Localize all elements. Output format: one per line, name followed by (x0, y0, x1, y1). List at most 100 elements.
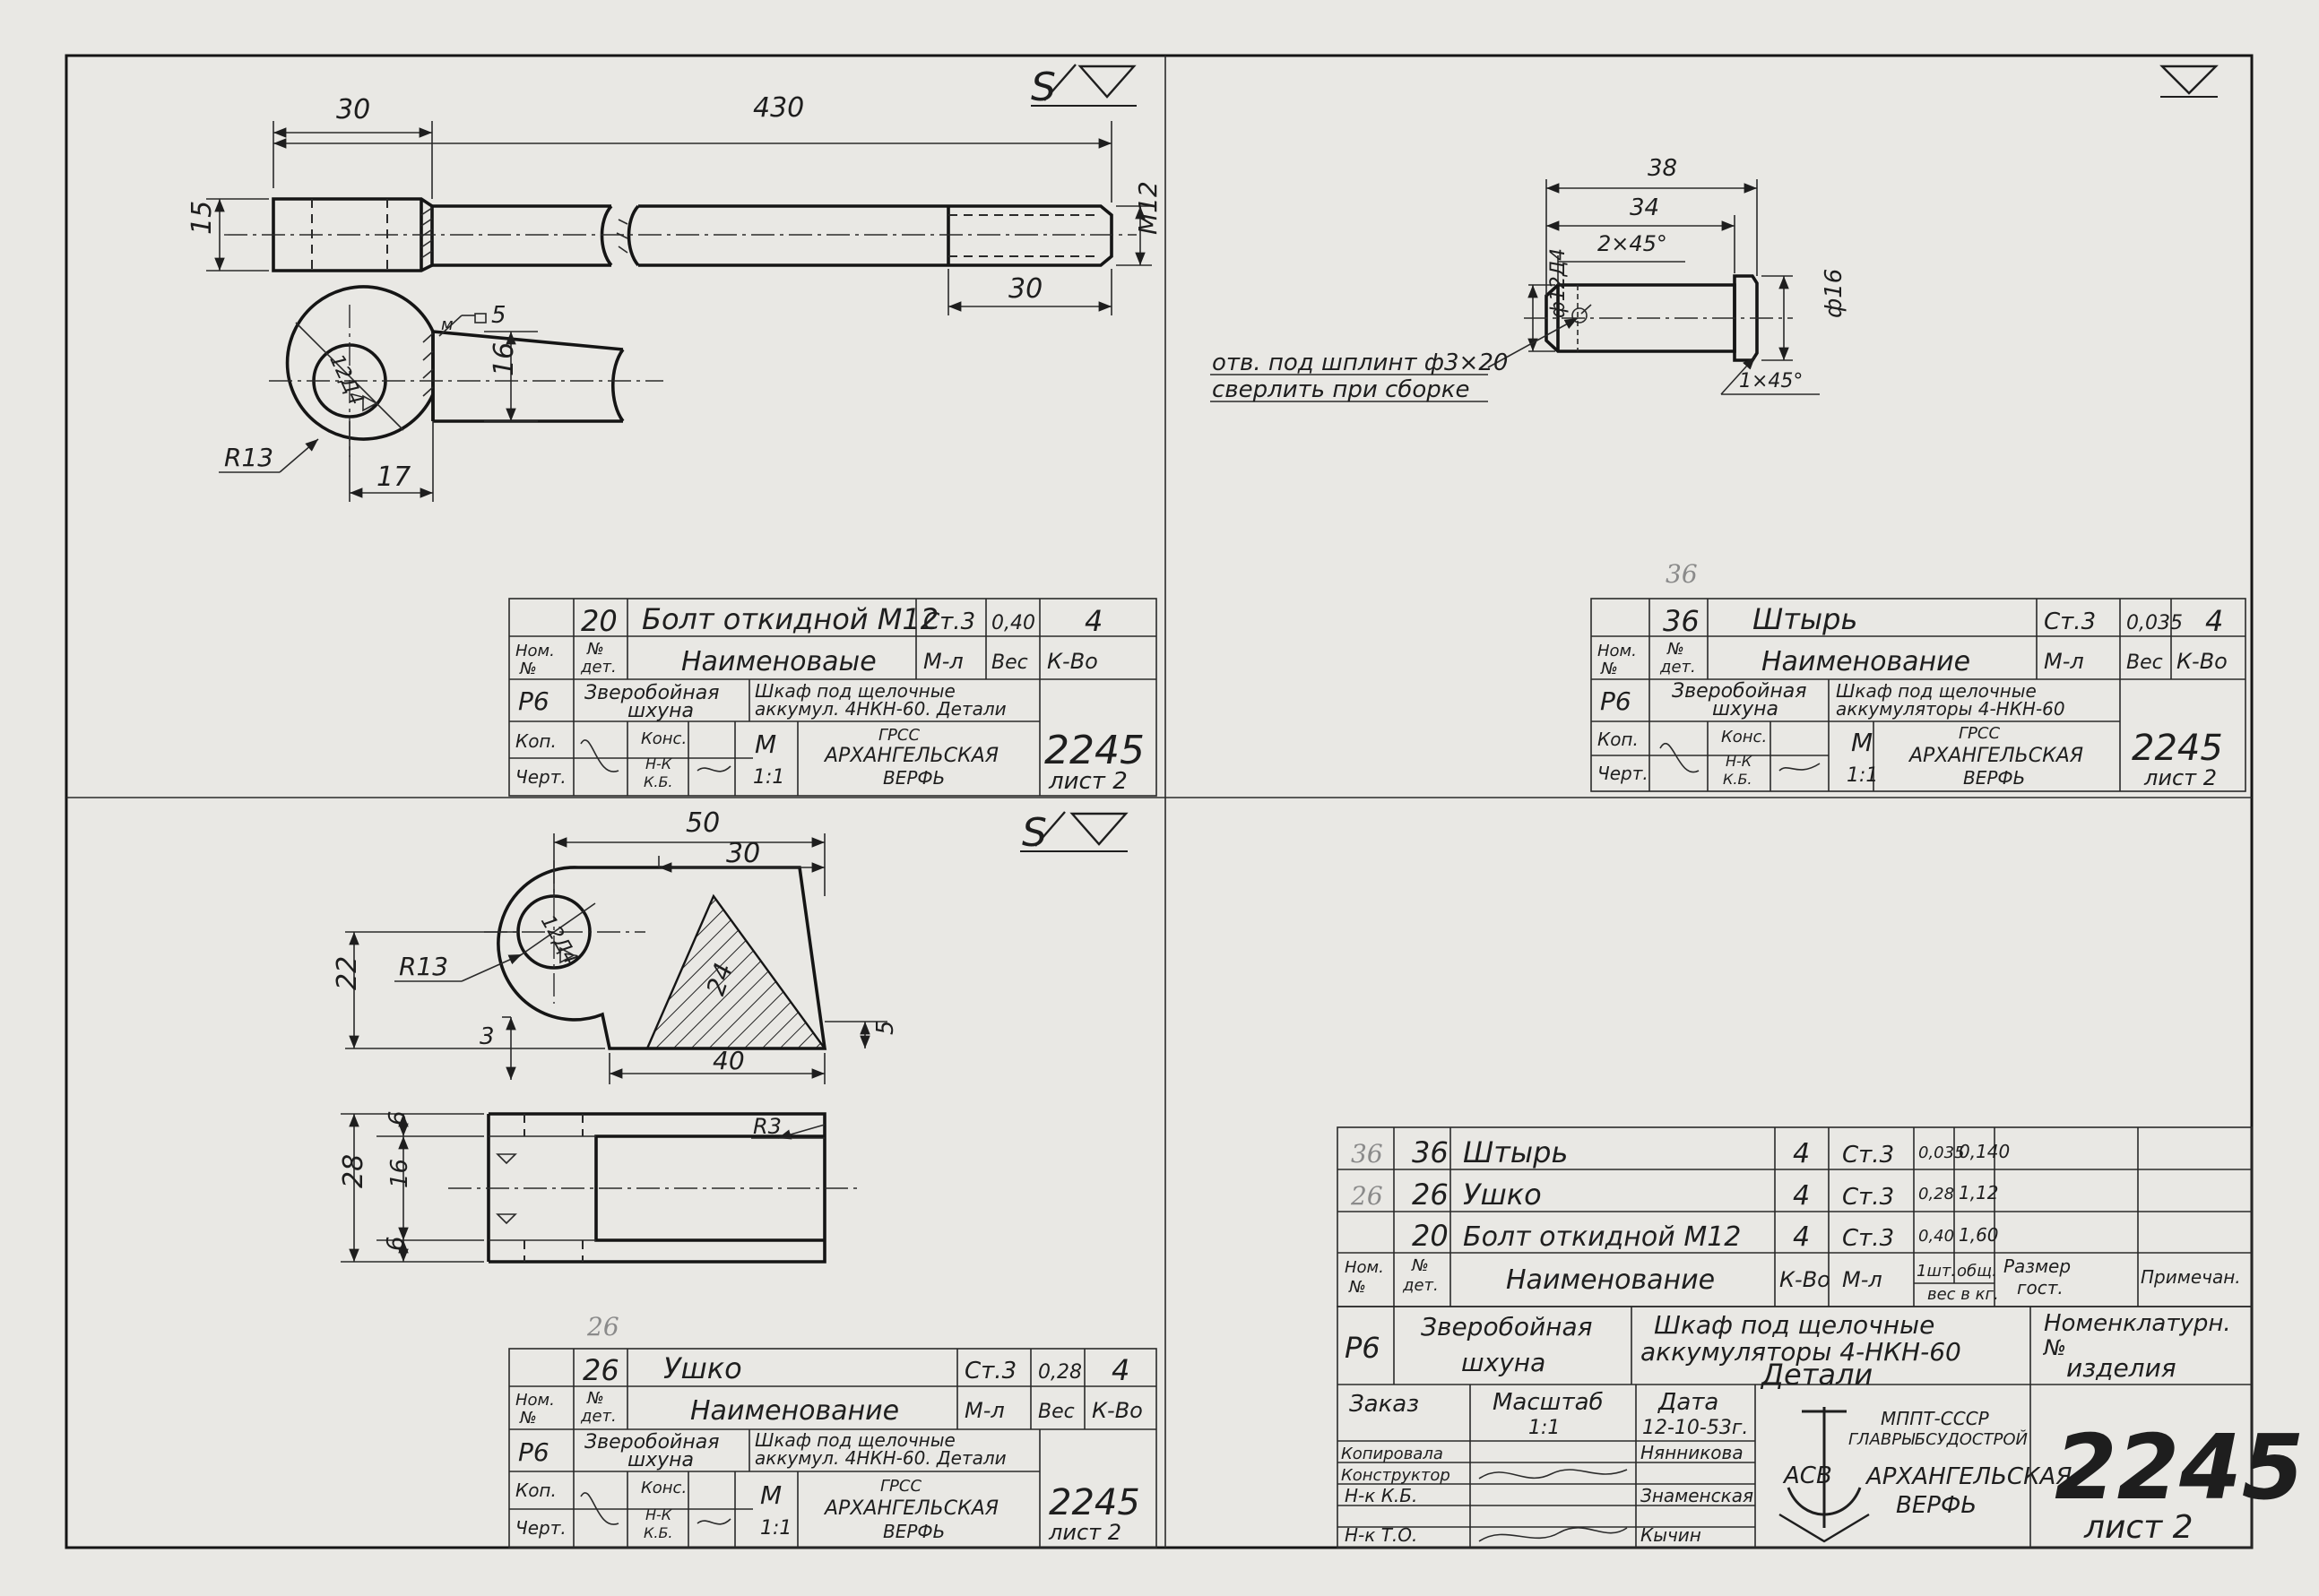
svg-text:изделия: изделия (2066, 1353, 2176, 1383)
svg-text:1×45°: 1×45° (1739, 370, 1803, 393)
svg-text:отв. под шплинт ф3×20: отв. под шплинт ф3×20 (1212, 349, 1508, 376)
svg-text:Р6: Р6 (518, 686, 549, 716)
svg-text:1,12: 1,12 (1959, 1182, 1999, 1203)
svg-text:Ушко: Ушко (1463, 1178, 1542, 1212)
svg-text:К-Во: К-Во (1779, 1267, 1830, 1292)
eye-top-view: R3 (448, 1112, 861, 1264)
svg-text:АСВ: АСВ (1782, 1462, 1832, 1489)
svg-text:12Д4: 12Д4 (324, 351, 368, 409)
svg-text:№: № (519, 1409, 537, 1428)
svg-text:К.Б.: К.Б. (1723, 771, 1752, 788)
main-title-block: Р6 Зверобойная шхуна Шкаф под щелочные а… (1337, 1306, 2304, 1549)
svg-text:0,035: 0,035 (2126, 612, 2183, 634)
svg-text:ф16: ф16 (1821, 269, 1847, 318)
svg-text:ВЕРФЬ: ВЕРФЬ (883, 767, 945, 789)
svg-text:№: № (586, 1389, 604, 1408)
svg-text:К.Б.: К.Б. (644, 1524, 673, 1541)
svg-text:лист 2: лист 2 (2143, 765, 2217, 790)
eye-top-dimensions: 28 6 16 6 (338, 1110, 484, 1263)
svg-text:15: 15 (186, 201, 218, 235)
svg-text:0,28: 0,28 (1038, 1361, 1082, 1384)
svg-text:Зверобойная: Зверобойная (584, 682, 719, 704)
svg-text:ВЕРФЬ: ВЕРФЬ (883, 1521, 945, 1542)
svg-text:К.Б.: К.Б. (644, 773, 673, 790)
svg-text:28: 28 (338, 1154, 369, 1188)
svg-text:5: 5 (872, 1020, 899, 1035)
svg-text:ВЕРФЬ: ВЕРФЬ (1963, 767, 2025, 789)
svg-text:ГРСС: ГРСС (878, 726, 920, 745)
svg-text:4: 4 (1793, 1180, 1810, 1212)
svg-text:2245: 2245 (1049, 1482, 1140, 1523)
bolt-dimensions: 30 430 15 М12 30 (186, 92, 1163, 315)
svg-text:Знаменская: Знаменская (1640, 1485, 1753, 1506)
svg-text:Н-к К.Б.: Н-к К.Б. (1345, 1485, 1417, 1506)
svg-text:Конструктор: Конструктор (1341, 1466, 1450, 1485)
svg-text:Ном.: Ном. (515, 642, 555, 660)
svg-text:3: 3 (480, 1023, 495, 1050)
svg-text:Н-К: Н-К (645, 755, 672, 772)
svg-text:30: 30 (726, 838, 760, 869)
eye-front-dimensions: 50 30 22 R13 3 40 5 (332, 807, 899, 1084)
svg-text:дет.: дет. (1659, 658, 1696, 677)
part36-title-block: 36 36 Штырь Ст.3 0,035 4 Ном. № № дет. Н… (1590, 559, 2246, 792)
svg-text:М: М (1851, 728, 1873, 757)
svg-text:шхуна: шхуна (627, 1449, 694, 1471)
svg-text:S: S (1022, 810, 1047, 856)
svg-text:26: 26 (586, 1312, 619, 1342)
svg-text:Болт откидной М12: Болт откидной М12 (1463, 1221, 1741, 1253)
svg-text:шхуна: шхуна (1461, 1348, 1545, 1377)
pin-dimensions: 38 34 2×45° ф12Д4 ф16 1×45° отв. под шпл… (1210, 155, 1847, 403)
svg-text:Вес: Вес (2126, 651, 2163, 674)
svg-text:38: 38 (1648, 155, 1677, 182)
svg-text:34: 34 (1630, 194, 1659, 221)
svg-text:Кычин: Кычин (1640, 1524, 1701, 1546)
svg-text:1шт.: 1шт. (1917, 1262, 1956, 1281)
svg-text:лист 2: лист 2 (1048, 768, 1128, 795)
svg-text:4: 4 (1793, 1138, 1810, 1169)
svg-text:Коп.: Коп. (515, 730, 557, 752)
bolt-front-view (224, 197, 1137, 272)
svg-text:36: 36 (1663, 604, 1700, 638)
svg-text:Зверобойная: Зверобойная (1421, 1312, 1593, 1342)
svg-text:К-Во: К-Во (1047, 649, 1098, 674)
svg-text:Конс.: Конс. (641, 1479, 687, 1497)
svg-text:Размер: Размер (2003, 1255, 2071, 1277)
svg-text:К-Во: К-Во (2176, 649, 2228, 674)
svg-text:Наименование: Наименование (1761, 646, 1970, 677)
svg-text:6: 6 (383, 1236, 410, 1251)
svg-text:4: 4 (1793, 1221, 1810, 1253)
svg-text:16: 16 (386, 1159, 413, 1188)
svg-text:Наименование: Наименование (1506, 1264, 1715, 1296)
svg-text:Н-К: Н-К (1726, 753, 1752, 770)
svg-text:4: 4 (2205, 604, 2223, 638)
svg-text:№: № (1411, 1256, 1429, 1275)
svg-text:Наименование: Наименование (690, 1395, 899, 1427)
svg-text:Наименоваые: Наименоваые (681, 646, 877, 677)
svg-text:4: 4 (1112, 1353, 1129, 1387)
svg-text:шхуна: шхуна (1712, 698, 1778, 720)
svg-text:430: 430 (753, 92, 804, 124)
svg-text:36: 36 (1412, 1135, 1449, 1169)
svg-text:Коп.: Коп. (515, 1480, 557, 1501)
svg-text:аккумул. 4НКН-60. Детали: аккумул. 4НКН-60. Детали (755, 1447, 1007, 1469)
svg-text:Ст.3: Ст.3 (2044, 608, 2096, 635)
svg-text:Зверобойная: Зверобойная (584, 1431, 719, 1454)
svg-text:ГЛАВРЫБСУДОСТРОЙ: ГЛАВРЫБСУДОСТРОЙ (1848, 1429, 2028, 1449)
svg-text:м: м (441, 315, 454, 334)
svg-text:12-10-53г.: 12-10-53г. (1642, 1417, 1748, 1439)
svg-text:Шкаф под щелочные: Шкаф под щелочные (755, 680, 956, 702)
svg-text:30: 30 (1008, 273, 1043, 305)
svg-text:16: 16 (489, 342, 520, 376)
svg-text:АРХАНГЕЛЬСКАЯ: АРХАНГЕЛЬСКАЯ (823, 1497, 999, 1520)
svg-text:20: 20 (581, 604, 618, 638)
svg-text:дет.: дет. (580, 658, 617, 677)
svg-text:0,035: 0,035 (1918, 1143, 1965, 1162)
svg-text:Штырь: Штырь (1463, 1135, 1568, 1169)
svg-text:17: 17 (376, 462, 411, 493)
svg-text:АРХАНГЕЛЬСКАЯ: АРХАНГЕЛЬСКАЯ (1908, 745, 2083, 767)
surface-finish-mark-2 (2159, 65, 2219, 98)
svg-text:2245: 2245 (2055, 1415, 2304, 1520)
svg-text:Масштаб: Масштаб (1493, 1389, 1604, 1416)
